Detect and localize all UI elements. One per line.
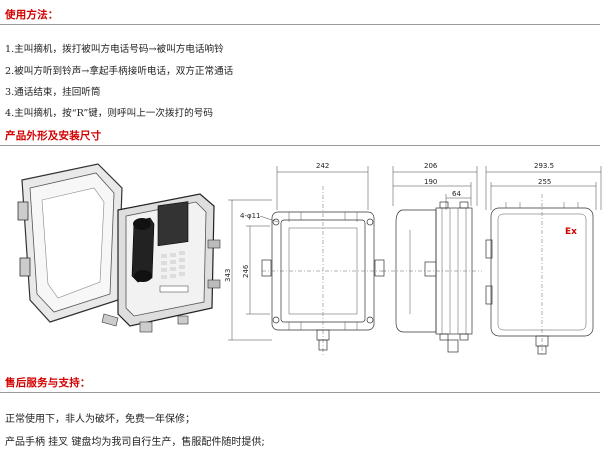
front-height-inner-label: 246	[242, 264, 250, 278]
back-width-total-label: 293.5	[534, 162, 554, 170]
product-drawing: 242 343 246 4-φ11	[17, 162, 602, 356]
side-depth-part-label: 64	[452, 190, 461, 198]
back-view: 293.5 255 Ex	[485, 162, 602, 356]
usage-step-4: 4.主叫摘机，按“R”键，则呼叫上一次拨打的号码	[5, 108, 213, 119]
side-depth-body-label: 190	[424, 178, 437, 186]
usage-heading: 使用方法：	[5, 9, 59, 21]
usage-divider	[0, 24, 600, 25]
product-open-illustration	[17, 163, 221, 333]
usage-step-2: 2.被叫方听到铃声→拿起手柄接听电话，双方正常通话	[5, 66, 234, 77]
front-width-label: 242	[316, 162, 329, 170]
usage-step-1: 1.主叫摘机，拨打被叫方电话号码→被叫方电话响铃	[5, 44, 224, 55]
ex-mark: Ex	[565, 227, 577, 237]
service-line-2: 产品手柄 挂叉 键盘均为我司自行生产，售服配件随时提供;	[5, 437, 265, 448]
side-view: 206 190 64	[382, 162, 482, 353]
mount-hole-label: 4-φ11	[240, 212, 261, 220]
side-depth-total-label: 206	[424, 162, 438, 170]
front-view: 242 343 246 4-φ11	[224, 162, 386, 356]
dimensions-heading: 产品外形及安装尺寸	[5, 130, 102, 142]
usage-step-3: 3.通话结束，挂回听筒	[5, 87, 101, 98]
front-height-outer-label: 343	[224, 269, 232, 282]
back-width-body-label: 255	[538, 178, 551, 186]
dimensions-divider	[0, 145, 600, 146]
service-divider	[0, 392, 600, 393]
service-heading: 售后服务与支持：	[5, 377, 91, 389]
service-line-1: 正常使用下，非人为破坏，免费一年保修；	[5, 414, 195, 425]
